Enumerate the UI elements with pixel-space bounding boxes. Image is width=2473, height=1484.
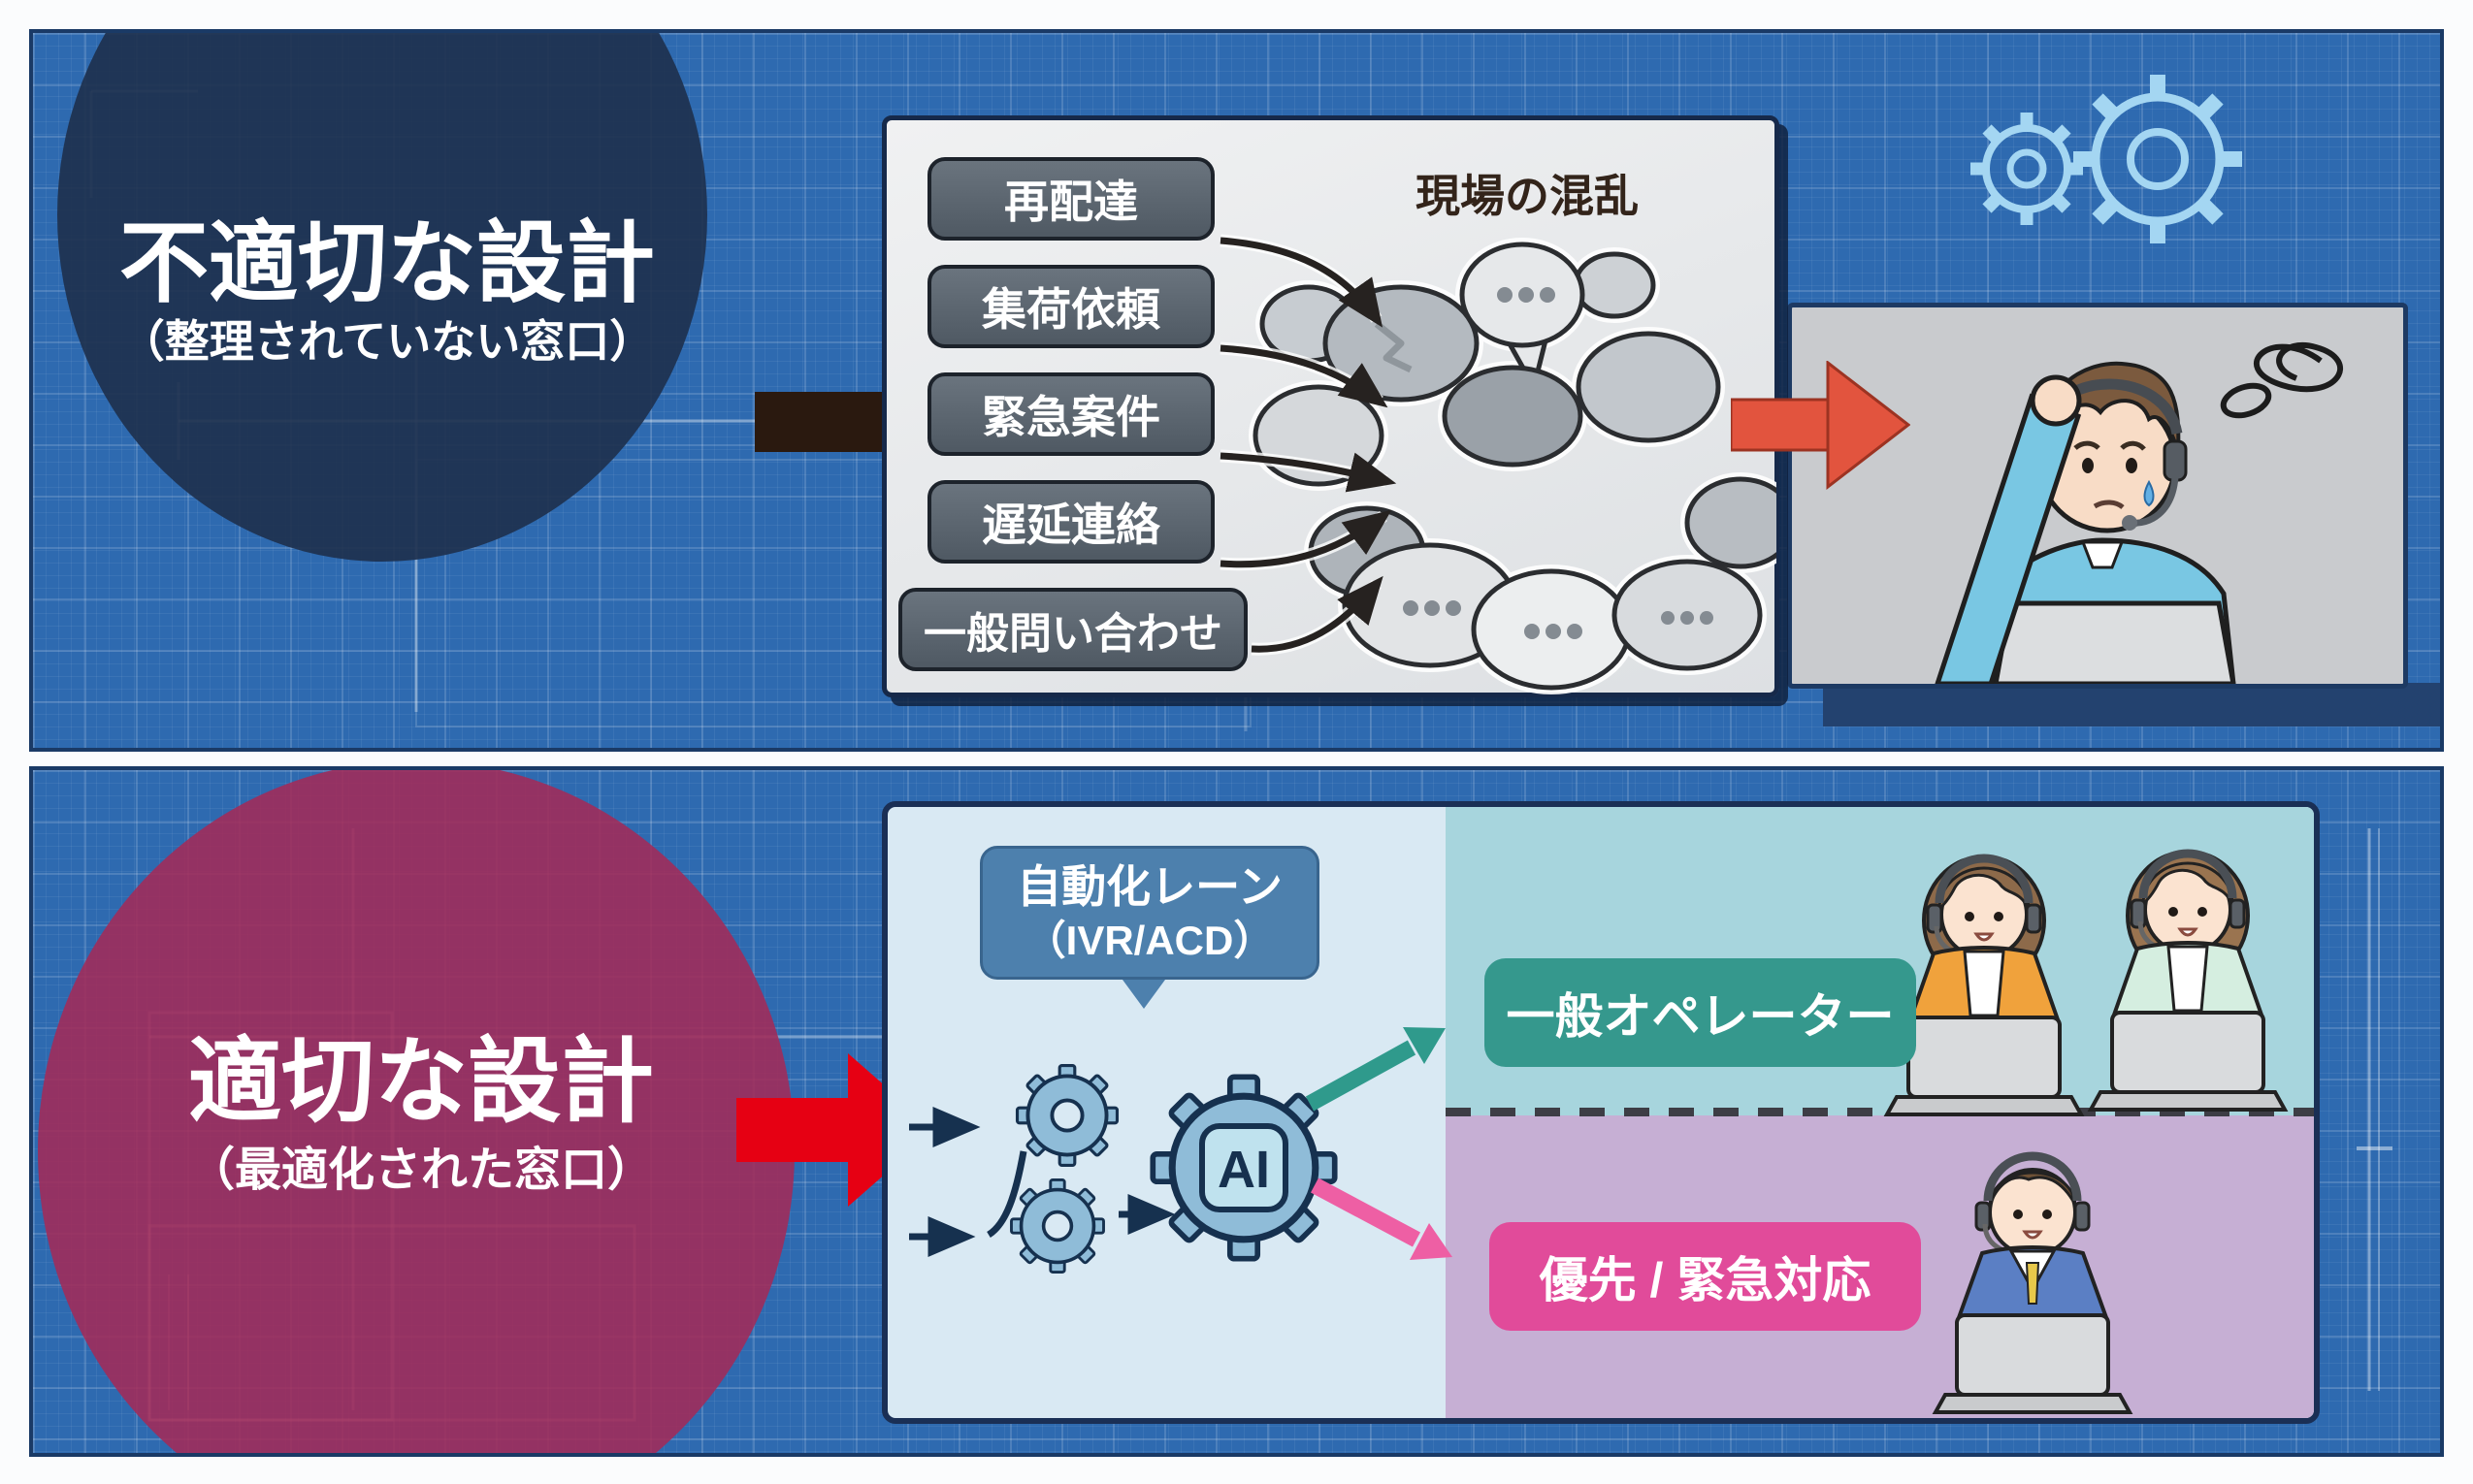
red-arrow-icon <box>1731 361 1910 491</box>
ai-label: AI <box>1218 1141 1270 1199</box>
chaos-label: 現場の混乱 <box>1415 171 1639 221</box>
bad-design-subtitle: （整理されていない窓口） <box>119 316 655 367</box>
ivr-acd-label: （IVR/ACD） <box>1025 917 1275 963</box>
teal-arrow-icon <box>1305 1027 1446 1112</box>
inquiry-button-pickup: 集荷依頼 <box>927 265 1215 348</box>
inquiry-button-urgent: 緊急案件 <box>927 372 1215 456</box>
bad-design-title: 不適切な設計 <box>118 214 655 313</box>
panel-bad-design: 不適切な設計 （整理されていない窓口） <box>29 29 2444 752</box>
gear-icon <box>1009 1178 1106 1274</box>
confusion-scribble-icon <box>2220 342 2343 419</box>
priority-urgent-badge: 優先 / 緊急対応 <box>1489 1222 1921 1331</box>
inquiry-button-redelivery: 再配達 <box>927 157 1215 241</box>
unsorted-inquiry-panel: 再配達 集荷依頼 緊急案件 遅延連絡 一般問い合わせ 現場の混乱 <box>882 115 1779 697</box>
confused-operator-avatar <box>1935 342 2343 684</box>
inquiry-button-general: 一般問い合わせ <box>898 588 1248 671</box>
callout-tail <box>1123 980 1165 1009</box>
zone-divider-dashed-line <box>1446 1108 2314 1116</box>
inquiry-button-delay: 遅延連絡 <box>927 480 1215 564</box>
good-design-circle <box>38 770 795 1453</box>
good-design-title: 適切な設計 <box>188 1030 654 1134</box>
confused-agent-panel <box>1787 303 2408 689</box>
speech-bubble-pile-icon <box>1249 238 1776 694</box>
ai-gear-icon <box>1153 1077 1334 1258</box>
panel-good-design: 適切な設計 （最適化された窓口） 自動化レーン （IVR/ACD） <box>29 766 2444 1457</box>
gear-icon <box>1015 1063 1120 1168</box>
general-operator-badge: 一般オペレーター <box>1484 958 1916 1067</box>
optimized-routing-panel: 自動化レーン （IVR/ACD） <box>882 801 2320 1424</box>
good-design-subtitle: （最適化された窓口） <box>187 1145 654 1196</box>
automation-lane-label: 自動化レーン <box>1017 861 1283 912</box>
gear-icon <box>1970 75 2242 243</box>
pink-arrow-icon <box>1311 1178 1452 1260</box>
automation-lane-callout: 自動化レーン （IVR/ACD） <box>980 846 1319 980</box>
worker-panel-shadow <box>1823 683 2440 726</box>
